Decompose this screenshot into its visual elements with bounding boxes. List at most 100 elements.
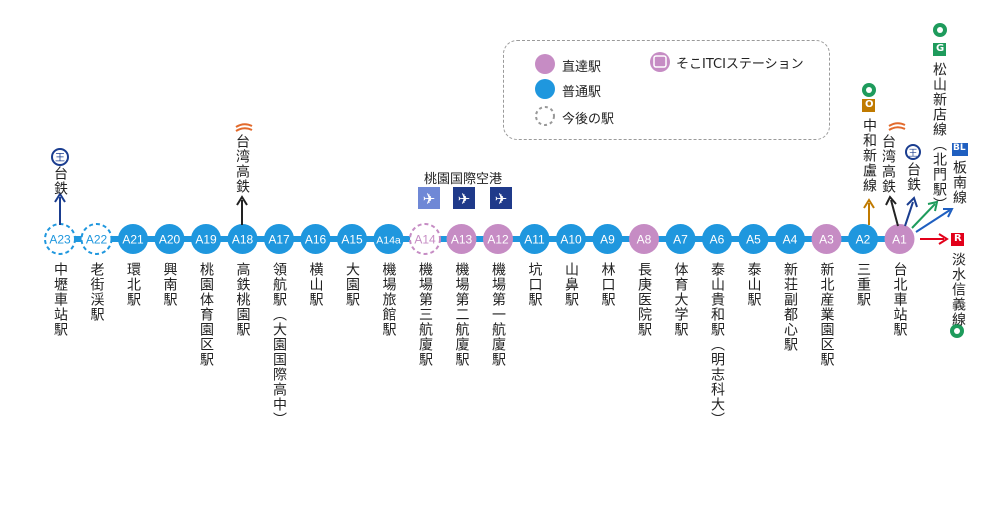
legend <box>503 40 830 140</box>
blue-line-label: 板南線 <box>951 160 967 205</box>
station-a8: A8 <box>629 224 659 254</box>
station-a7: A7 <box>665 224 696 254</box>
station-a19: A19 <box>191 224 221 254</box>
station-name: 高鉄桃園駅 <box>234 262 251 337</box>
station-name: 領航駅（大園国際高中） <box>271 262 287 427</box>
station-name: 横山駅 <box>307 262 324 307</box>
station-name: 泰山貴和駅（明志科大） <box>709 262 725 427</box>
hsr-label-a18: 台湾高鉄 <box>234 134 250 194</box>
station-code: A11 <box>524 233 545 247</box>
station-code: A3 <box>819 233 834 247</box>
station-a20: A20 <box>154 224 185 254</box>
tra-label-left: 台鉄 <box>52 166 68 196</box>
station-name: 長庚医院駅 <box>636 262 652 337</box>
station-circle <box>702 224 732 254</box>
station-code: A8 <box>637 233 652 247</box>
station-circle <box>191 224 221 254</box>
station-circle <box>592 224 623 254</box>
red-line-label: 淡水信義線 <box>950 252 966 327</box>
orange-badge-letter: O <box>865 99 874 110</box>
station-name: 坑口駅 <box>526 262 543 307</box>
station-name: 林口駅 <box>599 262 616 307</box>
legend-future-label: 今後の駅 <box>562 112 615 127</box>
station-code: A14a <box>376 235 401 247</box>
station-name: 山鼻駅 <box>563 262 579 307</box>
station-circle <box>629 224 659 254</box>
station-name: 桃園体育園区駅 <box>198 262 214 367</box>
red-badge-letter: R <box>954 233 962 244</box>
station-name: 中壢車站駅 <box>52 262 68 337</box>
station-name: 興南駅 <box>161 262 178 307</box>
station-a11: A11 <box>519 224 550 254</box>
station-a17: A17 <box>264 224 294 254</box>
station-circle <box>775 224 805 254</box>
station-name: 環北駅 <box>125 262 141 307</box>
station-circle <box>80 223 113 255</box>
station-code: A23 <box>49 233 71 247</box>
station-a3: A3 <box>811 224 842 254</box>
station-name: 機場第一航廈駅 <box>490 262 506 367</box>
station-a9: A9 <box>592 224 623 254</box>
station-a13: A13 <box>446 224 477 254</box>
station-a21: A21 <box>118 224 148 254</box>
legend-itci-label: そこITCIステーション <box>676 57 804 72</box>
station-a23: A23 <box>44 223 76 255</box>
station-name: 機場第二航廈駅 <box>453 262 470 367</box>
station-circle <box>337 224 367 254</box>
station-code: A5 <box>746 233 761 247</box>
station-code: A13 <box>451 233 473 247</box>
station-code: A14 <box>414 233 436 247</box>
station-circle <box>519 224 550 254</box>
station-code: A9 <box>600 233 615 247</box>
station-code: A22 <box>86 233 108 247</box>
station-a14: A14 <box>409 223 441 255</box>
station-code: A12 <box>487 233 509 247</box>
station-circle <box>848 224 878 254</box>
station-name: 機場第三航廈駅 <box>417 262 433 367</box>
station-circle <box>300 224 331 254</box>
station-a22: A22 <box>80 223 113 255</box>
station-a1: A1 <box>884 224 915 254</box>
station-circle <box>811 224 842 254</box>
station-a10: A10 <box>556 224 586 254</box>
station-circle <box>446 224 477 254</box>
station-a15: A15 <box>337 224 367 254</box>
station-circle <box>556 224 586 254</box>
station-a12: A12 <box>483 224 513 254</box>
station-a2: A2 <box>848 224 878 254</box>
station-circle <box>409 223 441 255</box>
station-name: 大園駅 <box>344 262 360 307</box>
station-name: 新北産業園区駅 <box>818 262 835 367</box>
blue-badge-letter: BL <box>953 143 966 153</box>
station-name: 老街渓駅 <box>88 262 105 322</box>
station-a14a: A14a <box>373 224 404 254</box>
legend-local-label: 普通駅 <box>562 85 602 100</box>
station-name: 三重駅 <box>855 262 871 307</box>
station-code: A10 <box>560 233 582 247</box>
station-circle <box>227 224 258 254</box>
station-code: A20 <box>159 233 181 247</box>
station-circle <box>373 224 404 254</box>
station-circle <box>483 224 513 254</box>
station-name: 新荘副都心駅 <box>782 262 798 352</box>
station-a18: A18 <box>227 224 258 254</box>
station-code: A16 <box>305 233 327 247</box>
station-circle <box>738 224 769 254</box>
station-code: A2 <box>856 233 871 247</box>
station-code: A17 <box>268 233 290 247</box>
station-a6: A6 <box>702 224 732 254</box>
station-a16: A16 <box>300 224 331 254</box>
station-code: A4 <box>783 233 798 247</box>
station-code: A1 <box>892 233 907 247</box>
station-code: A18 <box>232 233 254 247</box>
station-code: A7 <box>673 233 688 247</box>
station-code: A15 <box>341 233 363 247</box>
legend-express-label: 直達駅 <box>562 60 602 75</box>
green-line-label: 松山新店線（北門駅） <box>931 62 947 212</box>
station-code: A6 <box>710 233 725 247</box>
airport-label: 桃園国際空港 <box>424 172 503 187</box>
green-badge-letter: G <box>936 43 945 54</box>
station-circle <box>264 224 294 254</box>
station-code: A21 <box>122 233 144 247</box>
